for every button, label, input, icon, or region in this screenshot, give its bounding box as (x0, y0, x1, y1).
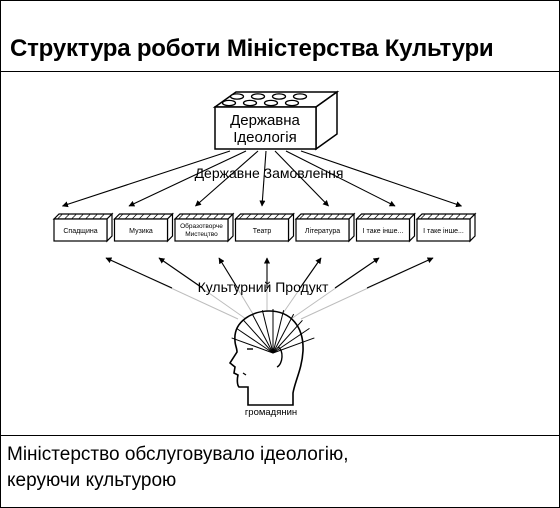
culture-block-label: Спадщина (63, 228, 97, 235)
culture-block-label: Мистецтво (185, 231, 218, 238)
culture-block-label: Театр (253, 228, 272, 235)
cultural-product-arrow (158, 257, 203, 289)
citizen-head-icon (228, 309, 315, 406)
culture-block-label: І таке інше... (423, 227, 464, 235)
citizen-label: громадянин (245, 407, 297, 418)
caption-box: Міністерство обслуговувало ідеологію, ке… (1, 435, 559, 508)
culture-block-1: Спадщина (52, 212, 114, 243)
diagram: Державна Ідеологія Державне Замовлення С… (1, 72, 559, 434)
culture-block-2: Музика (113, 212, 174, 243)
brick-studs (221, 93, 308, 107)
title-bar: Структура роботи Міністерства Культури (1, 1, 559, 72)
culture-block-5: Література (294, 212, 356, 243)
diagram-canvas: Державна Ідеологія Державне Замовлення С… (52, 90, 477, 418)
state-order-arrow (195, 150, 259, 207)
culture-block-6: І таке інше... (355, 212, 416, 243)
ideology-brick: Державна Ідеологія (212, 90, 340, 151)
ideology-label-line2: Ідеологія (233, 129, 296, 146)
state-order-label: Державне Замовлення (195, 165, 344, 181)
culture-block-label: Література (305, 227, 340, 235)
caption-line-2: керуючи культурою (7, 470, 177, 491)
state-order-arrows (61, 150, 463, 208)
culture-block-label: Образотворче (180, 222, 223, 230)
ideology-label-line1: Державна (230, 112, 300, 129)
page-title: Структура роботи Міністерства Культури (10, 35, 494, 62)
cultural-product-label: Культурний Продукт (198, 279, 329, 295)
cultural-product-arrow (299, 257, 322, 289)
state-order-arrow (259, 150, 267, 207)
cultural-product-arrow (334, 257, 380, 289)
culture-block-label: І таке інше... (363, 227, 404, 235)
state-order-arrow (300, 150, 463, 208)
caption-line-1: Міністерство обслуговувало ідеологію, (7, 444, 349, 465)
culture-block-label: Музика (129, 228, 153, 235)
culture-block-7: І таке інше... (415, 212, 477, 243)
state-order-arrow (61, 150, 231, 208)
cultural-product-arrow (366, 257, 434, 289)
cultural-product-arrow (105, 257, 173, 289)
state-order-arrow (274, 150, 329, 207)
cultural-product-arrow (218, 257, 238, 289)
cultural-product-arrows (105, 257, 434, 320)
culture-block-4: Театр (234, 212, 295, 243)
state-order-arrow (285, 150, 396, 207)
state-order-arrow (128, 150, 247, 207)
